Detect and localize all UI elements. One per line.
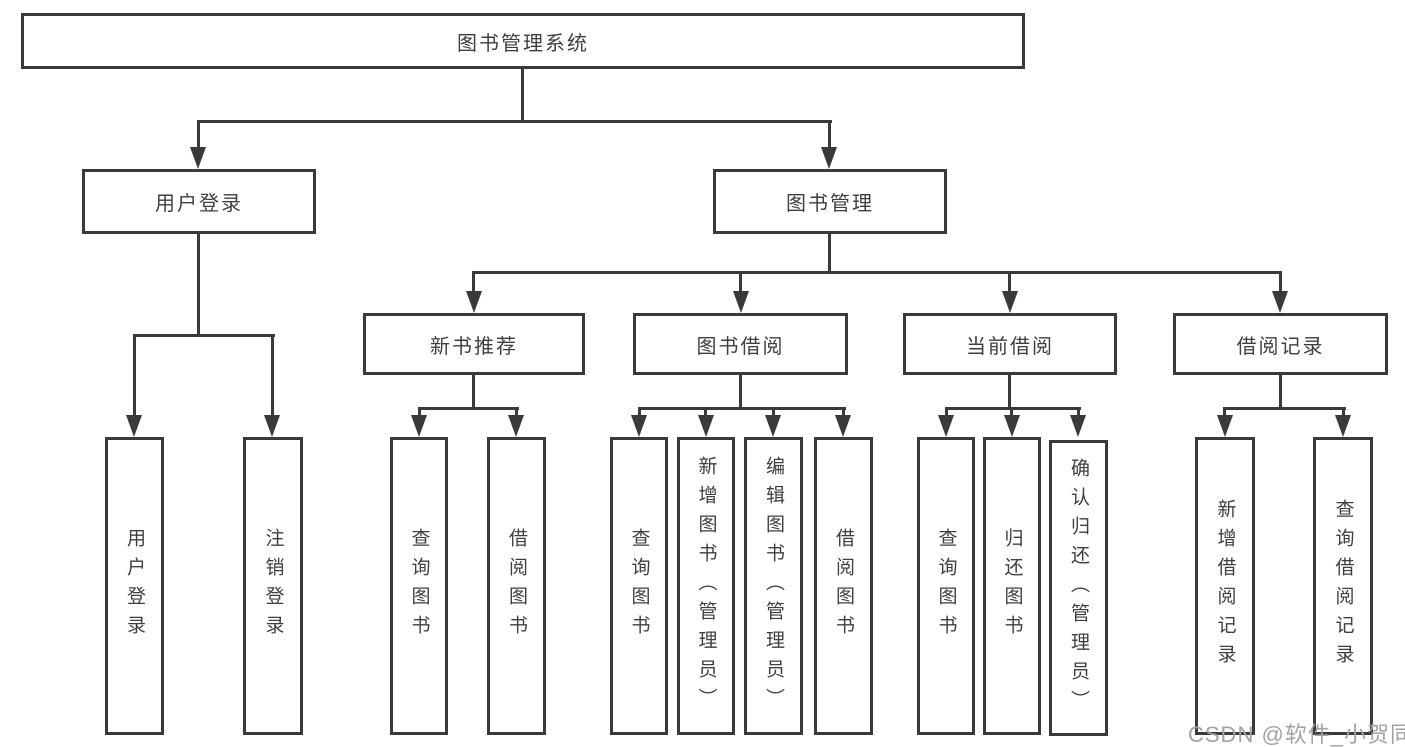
connector-line <box>197 120 200 150</box>
connector-line <box>1223 407 1226 418</box>
connector-line <box>515 407 518 418</box>
arrow-down-icon <box>264 415 280 437</box>
arrow-down-icon <box>126 415 142 437</box>
connector-line <box>772 407 775 418</box>
node-current-borrowing-label: 当前借阅 <box>966 335 1054 358</box>
node-current-borrowing: 当前借阅 <box>903 313 1117 375</box>
leaf-user-login-label: 用户登录 <box>124 528 145 644</box>
arrow-down-icon <box>821 147 837 169</box>
node-library-system: 图书管理系统 <box>21 13 1025 69</box>
leaf-borrow-books: 借阅图书 <box>814 437 873 735</box>
arrow-down-icon <box>1070 415 1086 437</box>
connector-line <box>133 334 275 337</box>
connector-line <box>828 120 831 150</box>
node-borrowing-records-label: 借阅记录 <box>1236 335 1325 358</box>
leaf-edit-books-admin-label: 编辑图书（管理员） <box>763 455 784 717</box>
node-user-login-label: 用户登录 <box>155 193 243 215</box>
leaf-query-books-recommend: 查询图书 <box>390 437 448 735</box>
connector-line <box>638 407 641 418</box>
watermark: CSDN @软件_小贺同学 <box>1188 717 1405 747</box>
leaf-user-login: 用户登录 <box>105 437 164 735</box>
connector-line <box>1342 407 1345 418</box>
arrow-down-icon <box>765 415 781 437</box>
arrow-down-icon <box>733 291 749 313</box>
leaf-logout: 注销登录 <box>243 437 303 735</box>
node-borrowing-records: 借阅记录 <box>1173 313 1388 375</box>
connector-line <box>197 234 200 337</box>
leaf-add-books-admin: 新增图书（管理员） <box>677 437 735 735</box>
connector-line <box>1008 374 1011 410</box>
connector-line <box>704 407 707 418</box>
arrow-down-icon <box>1272 291 1288 313</box>
leaf-add-books-admin-label: 新增图书（管理员） <box>695 455 717 717</box>
node-book-borrowing: 图书借阅 <box>633 313 848 375</box>
connector-line <box>945 407 948 418</box>
arrow-down-icon <box>835 415 851 437</box>
connector-line <box>842 407 845 418</box>
leaf-confirm-return-admin: 确认归还（管理员） <box>1049 440 1108 736</box>
leaf-return-books-label: 归还图书 <box>1001 528 1023 644</box>
connector-line <box>1279 374 1282 410</box>
connector-line <box>945 407 1081 410</box>
arrow-down-icon <box>508 415 524 437</box>
connector-line <box>1008 271 1011 294</box>
connector-line <box>197 120 832 123</box>
connector-line <box>638 407 846 410</box>
connector-line <box>739 374 742 410</box>
leaf-add-borrow-record-label: 新增借阅记录 <box>1214 499 1236 673</box>
connector-line <box>133 334 136 418</box>
leaf-borrow-books-recommend: 借阅图书 <box>487 437 546 735</box>
leaf-confirm-return-admin-label: 确认归还（管理员） <box>1068 457 1089 719</box>
arrow-down-icon <box>1004 415 1020 437</box>
connector-line <box>828 234 831 274</box>
connector-line <box>472 271 475 294</box>
connector-line <box>418 407 421 418</box>
connector-line <box>1010 407 1013 418</box>
connector-line <box>1279 271 1282 294</box>
connector-line <box>472 271 1282 274</box>
node-book-management: 图书管理 <box>713 169 947 234</box>
leaf-borrow-books-label: 借阅图书 <box>833 528 854 644</box>
connector-line <box>1077 407 1080 418</box>
connector-line <box>472 374 475 410</box>
node-book-borrowing-label: 图书借阅 <box>696 335 785 358</box>
leaf-borrow-books-recommend-label: 借阅图书 <box>506 528 527 644</box>
leaf-query-books-recommend-label: 查询图书 <box>408 528 430 644</box>
connector-line <box>521 69 524 123</box>
arrow-down-icon <box>466 291 482 313</box>
arrow-down-icon <box>631 415 647 437</box>
node-user-login: 用户登录 <box>82 169 316 234</box>
node-new-book-recommend: 新书推荐 <box>363 313 585 375</box>
leaf-query-borrow-record-label: 查询借阅记录 <box>1332 499 1354 673</box>
node-new-book-recommend-label: 新书推荐 <box>430 335 518 358</box>
leaf-query-borrow-record: 查询借阅记录 <box>1313 437 1373 735</box>
leaf-logout-label: 注销登录 <box>262 528 284 644</box>
watermark-text: CSDN @软件_小贺同 <box>1188 722 1405 747</box>
leaf-query-books-current-label: 查询图书 <box>935 528 957 644</box>
connector-line <box>739 271 742 294</box>
connector-line <box>1224 407 1346 410</box>
arrow-down-icon <box>190 147 206 169</box>
arrow-down-icon <box>938 415 954 437</box>
arrow-down-icon <box>1002 291 1018 313</box>
arrow-down-icon <box>1335 415 1351 437</box>
connector-line <box>271 334 274 418</box>
node-book-management-label: 图书管理 <box>786 193 874 215</box>
leaf-query-books-borrowing: 查询图书 <box>610 437 668 735</box>
arrow-down-icon <box>411 415 427 437</box>
leaf-add-borrow-record: 新增借阅记录 <box>1195 437 1255 735</box>
node-library-system-label: 图书管理系统 <box>457 32 589 55</box>
arrow-down-icon <box>698 415 714 437</box>
leaf-edit-books-admin: 编辑图书（管理员） <box>744 437 803 735</box>
arrow-down-icon <box>1217 415 1233 437</box>
leaf-return-books: 归还图书 <box>983 437 1041 735</box>
leaf-query-books-borrowing-label: 查询图书 <box>628 528 650 644</box>
leaf-query-books-current: 查询图书 <box>917 437 975 735</box>
connector-line <box>418 407 519 410</box>
